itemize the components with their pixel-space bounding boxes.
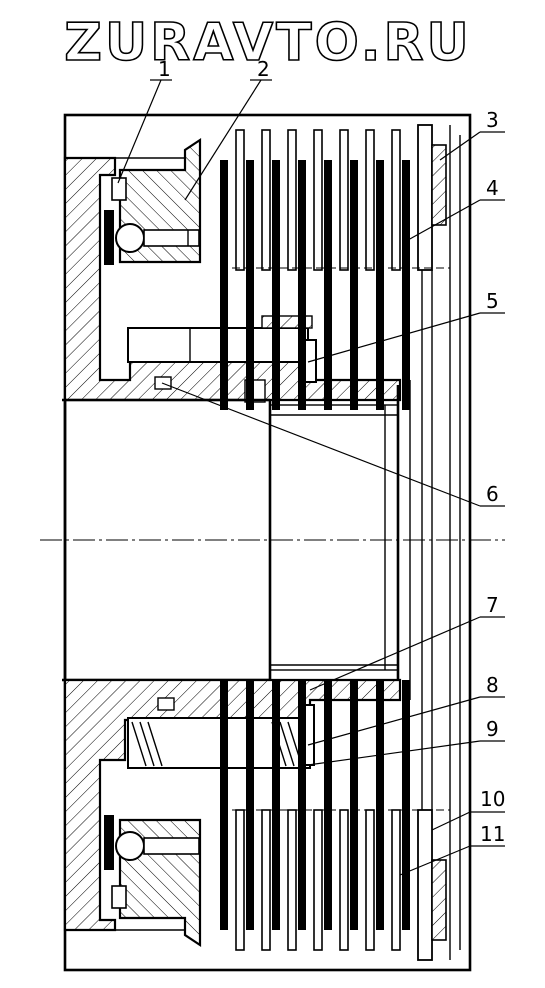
callout-5: 5 xyxy=(486,289,499,313)
disc-stack-lower xyxy=(220,680,450,961)
callout-2: 2 xyxy=(257,57,270,81)
callout-labels: 1 2 3 4 5 6 7 8 9 10 11 xyxy=(158,57,505,846)
lower-hub xyxy=(63,678,402,948)
callout-1: 1 xyxy=(158,57,171,81)
callout-9: 9 xyxy=(486,717,499,741)
callout-10: 10 xyxy=(480,787,505,811)
callout-7: 7 xyxy=(486,593,499,617)
upper-hub xyxy=(63,137,402,403)
watermark-text: ZURAVTO.RU xyxy=(64,13,471,73)
callout-6: 6 xyxy=(486,482,499,506)
callout-4: 4 xyxy=(486,176,499,200)
callout-3: 3 xyxy=(486,108,499,132)
disc-stack-upper xyxy=(220,124,450,410)
leader-lines xyxy=(117,79,505,876)
callout-8: 8 xyxy=(486,673,499,697)
callout-11: 11 xyxy=(480,822,505,846)
